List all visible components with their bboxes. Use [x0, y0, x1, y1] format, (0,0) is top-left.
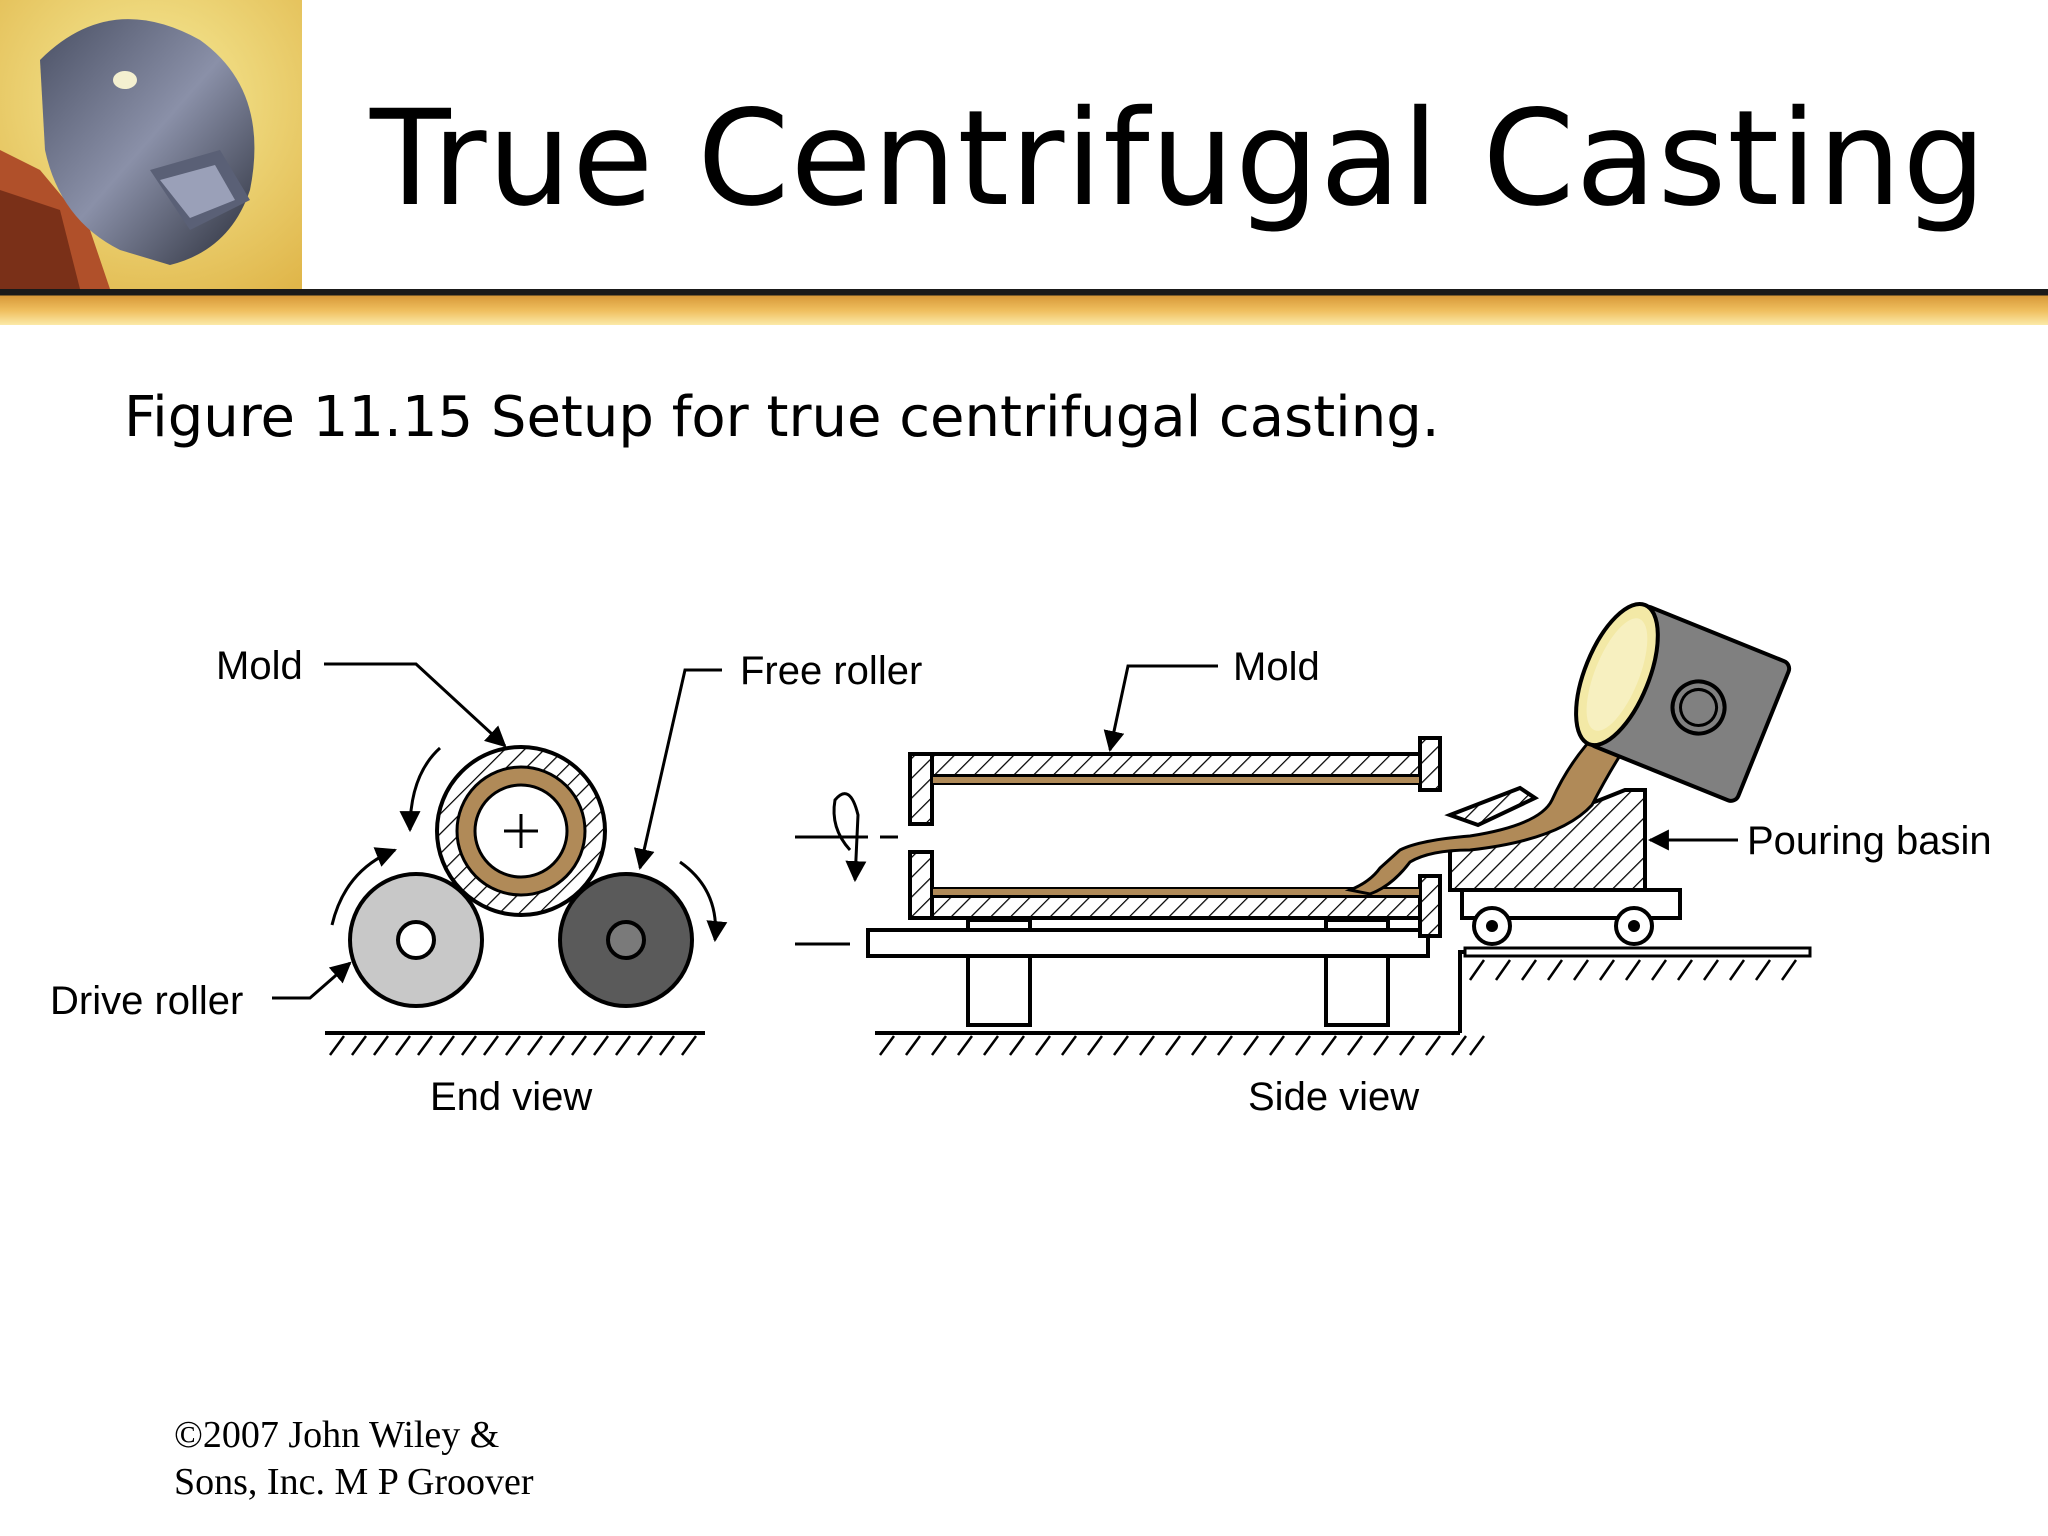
label-side-view: Side view [1248, 1075, 1419, 1119]
label-pouring-basin: Pouring basin [1747, 819, 1992, 863]
side-view-floor [875, 946, 1812, 1056]
label-drive-roller: Drive roller [50, 979, 243, 1023]
welder-photo [0, 0, 302, 289]
end-view-mold [435, 745, 607, 917]
label-mold-side: Mold [1233, 645, 1320, 689]
end-view: Mold Free roller Drive roller End view [50, 644, 922, 1119]
figure-caption: Figure 11.15 Setup for true centrifugal … [124, 385, 1440, 450]
molten-metal-stream [1344, 728, 1633, 896]
side-view: Mold Pouring basin Side view [795, 601, 1992, 1119]
label-end-view: End view [430, 1075, 592, 1119]
label-mold-end: Mold [216, 644, 303, 688]
header-divider [0, 289, 2048, 325]
copyright-notice: ©2007 John Wiley & Sons, Inc. M P Groove… [174, 1414, 534, 1503]
centrifugal-casting-diagram: Mold Free roller Drive roller End view [50, 601, 1992, 1119]
drive-roller [348, 872, 484, 1008]
drive-shaft [866, 928, 1430, 958]
ladle [1574, 601, 1792, 803]
slide-title: True Centrifugal Casting [370, 82, 1988, 236]
label-free-roller: Free roller [740, 649, 922, 693]
free-roller [558, 872, 694, 1008]
side-view-mold [908, 736, 1442, 938]
pouring-basin [1444, 785, 1682, 946]
end-view-ground [325, 1031, 705, 1056]
